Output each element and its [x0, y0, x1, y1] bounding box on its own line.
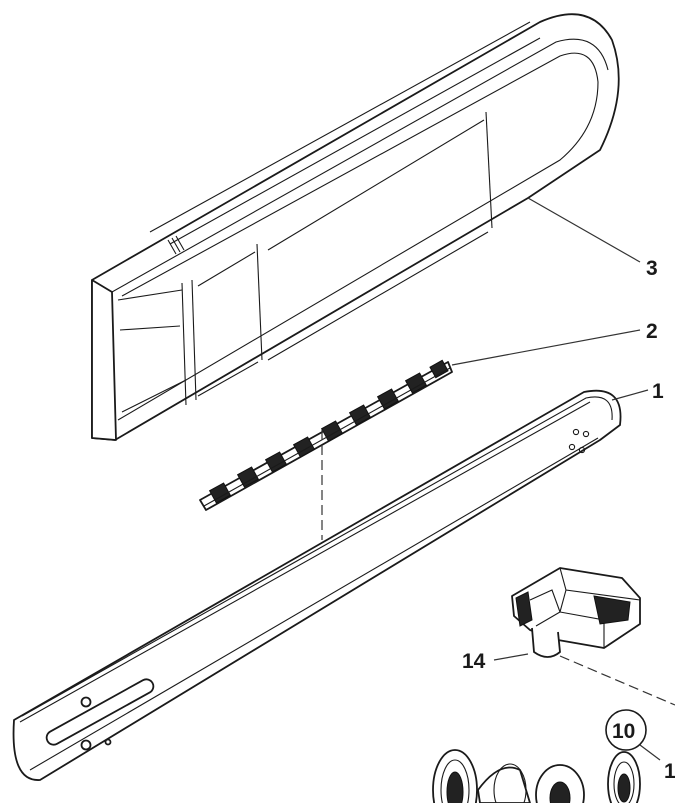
leader-line-10 — [639, 744, 661, 761]
label-2: 2 — [646, 320, 658, 343]
saw-chain-segment — [199, 359, 453, 511]
leader-line-1 — [611, 389, 649, 401]
guide-bar — [12, 389, 622, 781]
assembly-line-guard — [559, 655, 675, 706]
leader-line-3 — [527, 197, 641, 263]
label-3: 3 — [646, 257, 658, 280]
circled-part-callout: 10 — [605, 709, 647, 751]
leader-line-14 — [493, 653, 529, 661]
label-10: 10 — [612, 720, 635, 743]
clutch-sprocket-parts — [432, 749, 641, 803]
bumper-spike-guard — [511, 567, 641, 658]
label-14: 14 — [462, 650, 486, 673]
scabbard-bar-cover — [91, 13, 620, 441]
label-1: 1 — [652, 380, 664, 403]
label-1-partial: 1 — [664, 760, 675, 783]
leader-line-2 — [451, 329, 641, 366]
